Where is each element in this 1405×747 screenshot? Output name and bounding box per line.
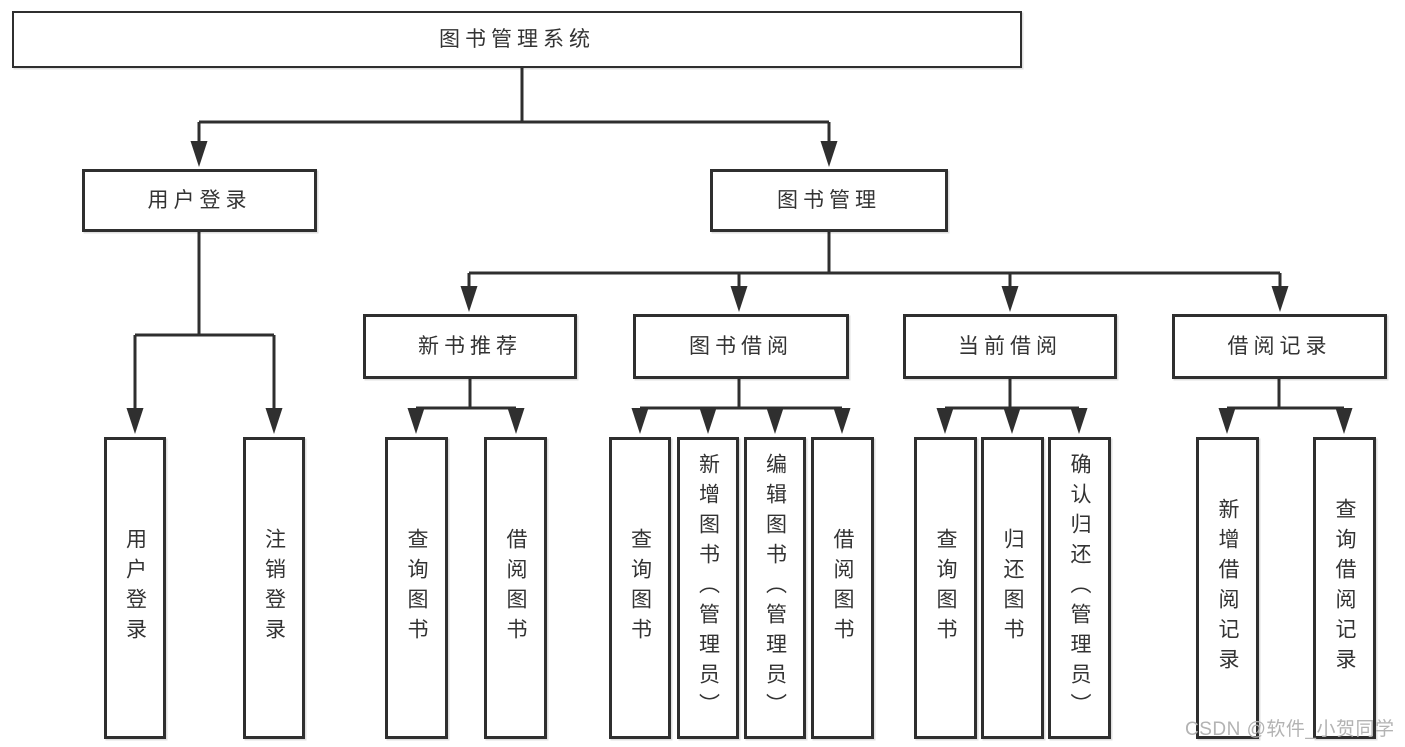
leaf-borrow-book-recommend: 借阅图书: [484, 437, 547, 739]
leaf-query-book-borrow: 查询图书: [609, 437, 671, 739]
node-borrow-record: 借阅记录: [1172, 314, 1387, 379]
leaf-query-book-current: 查询图书: [914, 437, 977, 739]
leaf-edit-book-admin: 编辑图书（管理员）: [744, 437, 806, 739]
leaf-logout: 注销登录: [243, 437, 305, 739]
leaf-confirm-return-admin: 确认归还（管理员）: [1048, 437, 1111, 739]
node-book-management: 图书管理: [710, 169, 948, 232]
node-book-borrow: 图书借阅: [633, 314, 849, 379]
leaf-query-book-recommend: 查询图书: [385, 437, 448, 739]
leaf-user-login: 用户登录: [104, 437, 166, 739]
leaf-add-book-admin: 新增图书（管理员）: [677, 437, 739, 739]
node-new-book-recommend: 新书推荐: [363, 314, 577, 379]
node-user-login: 用户登录: [82, 169, 317, 232]
node-root: 图书管理系统: [12, 11, 1022, 68]
leaf-borrow-book: 借阅图书: [811, 437, 874, 739]
csdn-watermark: CSDN @软件_小贺同学: [1185, 719, 1395, 740]
leaf-add-borrow-record: 新增借阅记录: [1196, 437, 1259, 739]
leaf-query-borrow-record: 查询借阅记录: [1313, 437, 1376, 739]
leaf-return-book: 归还图书: [981, 437, 1044, 739]
node-current-borrow: 当前借阅: [903, 314, 1117, 379]
